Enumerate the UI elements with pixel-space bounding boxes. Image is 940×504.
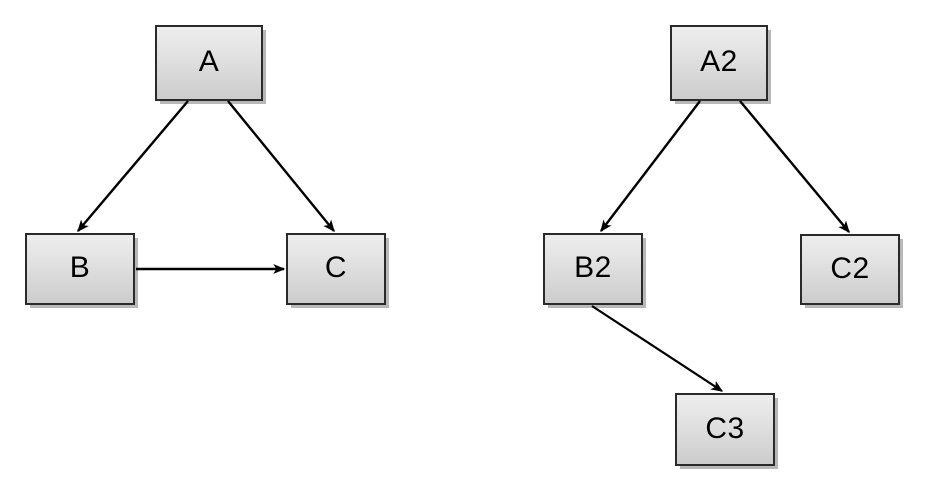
node-b[interactable]: B bbox=[25, 233, 135, 305]
node-c[interactable]: C bbox=[286, 233, 386, 305]
node-a[interactable]: A bbox=[155, 25, 263, 101]
node-a2-label: A2 bbox=[700, 45, 738, 78]
node-b2[interactable]: B2 bbox=[543, 233, 643, 305]
node-c2[interactable]: C2 bbox=[800, 234, 900, 305]
node-c3-label: C3 bbox=[705, 411, 745, 445]
node-c2-label: C2 bbox=[830, 251, 870, 285]
node-b2-label: B2 bbox=[574, 251, 612, 284]
node-a-label: A bbox=[198, 45, 220, 78]
node-c-label: C bbox=[324, 251, 348, 284]
node-a2[interactable]: A2 bbox=[670, 25, 768, 101]
edge-a2-to-b2 bbox=[600, 100, 701, 231]
edge-b2-to-c3 bbox=[591, 305, 722, 392]
edge-a2-to-c2 bbox=[739, 100, 850, 232]
edge-a-to-c bbox=[227, 100, 335, 231]
edge-a-to-b bbox=[77, 100, 189, 231]
node-b-label: B bbox=[69, 251, 91, 284]
node-c3[interactable]: C3 bbox=[675, 393, 775, 466]
